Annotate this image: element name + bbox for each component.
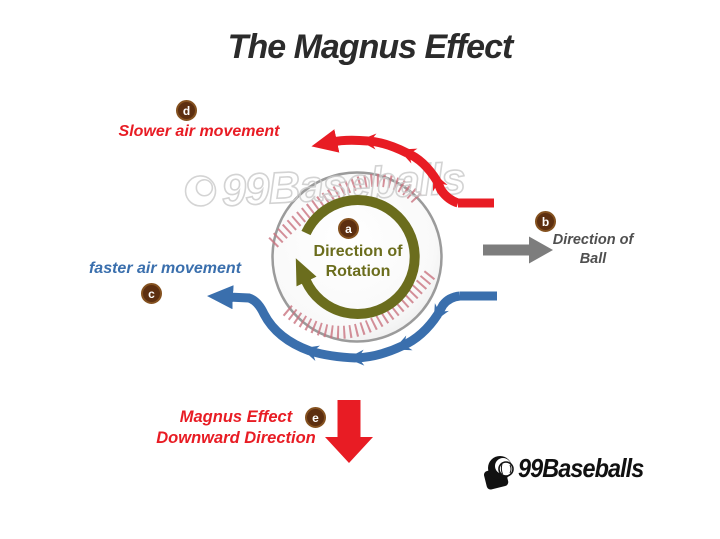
badge-d: d: [176, 100, 197, 121]
page-title: The Magnus Effect: [227, 28, 514, 66]
rotation-arrowhead: [295, 258, 317, 287]
magnus-effect-label: Magnus Effect Downward Direction: [116, 407, 356, 448]
faster-airflow-arrow-icon: [207, 285, 497, 366]
watermark-ball-icon-inner: [195, 178, 214, 197]
rotation-label: Direction of Rotation: [288, 242, 428, 282]
rotation-label-line1: Direction of: [313, 243, 403, 260]
rotation-arrow-icon: [295, 195, 420, 319]
badge-e: e: [305, 407, 326, 428]
badge-c: c: [141, 283, 162, 304]
watermark-ball-icon: [184, 175, 217, 207]
logo: 99Baseballs: [484, 453, 657, 484]
faster-air-label: faster air movement: [88, 260, 242, 277]
slower-air-label: Slower air movement: [118, 123, 280, 140]
rotation-label-line2: Rotation: [325, 263, 391, 280]
baseball-seam-lower: [282, 267, 438, 339]
magnus-downward-arrow-icon: [325, 400, 373, 463]
badge-b: b: [535, 211, 556, 232]
logo-text: 99Baseballs: [518, 453, 644, 483]
logo-glove-icon: [483, 456, 514, 490]
magnus-effect-line2: Downward Direction: [156, 428, 316, 447]
rotation-ring: [301, 195, 420, 319]
ball-direction-arrow-icon: [483, 236, 553, 264]
ball-direction-line1: Direction of: [552, 232, 634, 248]
ball-direction-line2: Ball: [579, 250, 607, 267]
ball-direction-label: Direction of Ball: [532, 231, 654, 268]
badge-a: a: [338, 218, 359, 239]
slower-airflow-arrow-icon: [311, 129, 494, 208]
magnus-effect-line1: Magnus Effect: [179, 408, 293, 426]
